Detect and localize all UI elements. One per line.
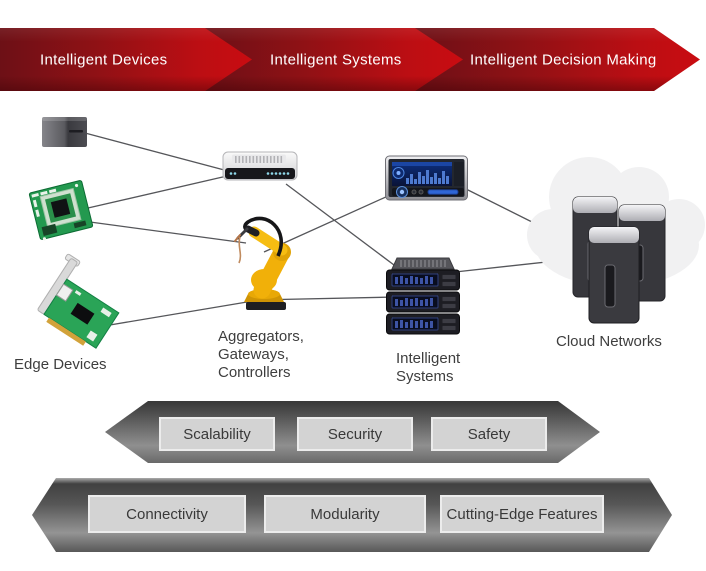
capability-bar-bottom: Connectivity Modularity Cutting-Edge Fea… <box>32 478 672 552</box>
banner-label: Intelligent Devices <box>40 51 168 68</box>
connection-line <box>285 183 399 269</box>
hard-drive-icon <box>42 117 87 147</box>
capability-box-cutting-edge-features: Cutting-Edge Features <box>440 495 604 533</box>
label-line: Controllers <box>218 364 291 381</box>
capability-box-modularity: Modularity <box>264 495 426 533</box>
server-stack-icon <box>386 257 460 335</box>
hmi-display-icon <box>385 155 468 201</box>
label-cloud-networks: Cloud Networks <box>556 333 662 350</box>
connection-line <box>87 175 228 209</box>
label-line: Intelligent <box>396 350 461 367</box>
capability-box-security: Security <box>297 417 413 451</box>
label-aggregators-gateways-controllers: Aggregators, Gateways, Controllers <box>218 328 304 382</box>
label-intelligent-systems: Intelligent Systems <box>396 350 460 386</box>
label-line: Aggregators, <box>218 328 304 345</box>
connection-line <box>97 300 254 328</box>
label-line: Gateways, <box>218 346 289 363</box>
capability-box-safety: Safety <box>431 417 547 451</box>
cloud-servers-icon <box>527 157 705 324</box>
banner-chevron-intelligent-devices: Intelligent Devices <box>0 28 252 91</box>
connection-line <box>89 221 247 244</box>
connection-line <box>263 195 389 253</box>
capability-bar-top: Scalability Security Safety <box>105 401 600 463</box>
router-icon <box>222 151 298 181</box>
label-line: Systems <box>396 368 454 385</box>
capability-box-scalability: Scalability <box>159 417 275 451</box>
connection-line <box>84 132 229 172</box>
robot-arm-icon <box>234 216 291 310</box>
banner-label: Intelligent Systems <box>270 51 402 68</box>
banner-label: Intelligent Decision Making <box>470 51 657 68</box>
banner: Intelligent Decision Making Intelligent … <box>0 28 706 91</box>
network-card-icon <box>37 253 120 349</box>
label-edge-devices: Edge Devices <box>14 356 107 373</box>
circuit-board-icon <box>28 180 94 241</box>
capability-box-connectivity: Connectivity <box>88 495 246 533</box>
